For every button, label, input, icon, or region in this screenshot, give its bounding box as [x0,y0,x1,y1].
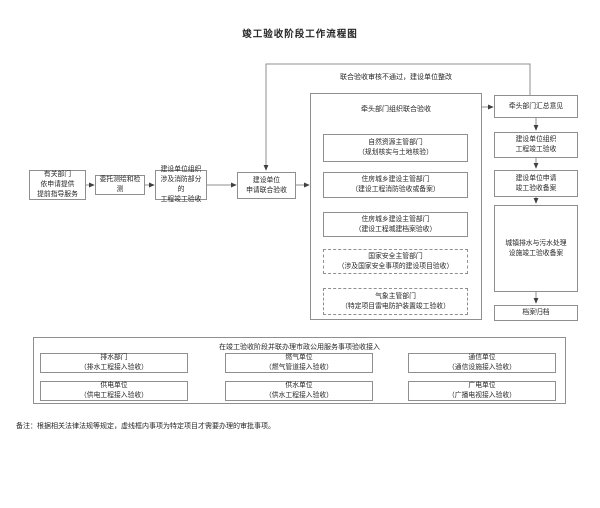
node-archiving: 档案归档 [494,305,578,321]
node-meteorological-dept: 气象主管部门 （特定项目雷电防护装置竣工验收） [323,288,468,315]
node-lead-dept-summary: 牵头部门汇总意见 [494,95,578,118]
page-title: 竣工验收阶段工作流程图 [242,29,358,40]
node-housing-fire-dept: 住房城乡建设主管部门 （建设工程消防验收或备案） [323,172,468,198]
node-survey-testing: 委托测绘和检测 [95,175,145,195]
node-broadcast-unit: 广电单位 （广播电视接入验收） [408,381,556,401]
node-apply-filing: 建设单位申请 竣工验收备案 [494,170,578,197]
node-natural-resources-dept: 自然资源主管部门 （规划核实与土地核验） [323,134,468,162]
joint-acceptance-container: 牵头部门组织联合验收 [310,93,482,320]
node-drainage-sewage-filing: 城镇排水与污水处理 设施竣工验收备案 [494,205,578,292]
node-gas-unit: 燃气单位 （燃气管道接入验收） [225,353,373,373]
note-text: 备注：根据相关法律法规等规定，虚线框内事项为特定项目才需要办理的审批事项。 [16,422,275,430]
joint-acceptance-title: 牵头部门组织联合验收 [361,105,431,113]
node-drainage-dept: 排水部门 （排水工程接入验收） [40,353,188,373]
node-org-completion-acceptance: 建设单位组织 工程竣工验收 [494,132,578,158]
node-national-security-dept: 国家安全主管部门 （涉及国家安全事项的建设项目验收） [323,249,468,274]
node-water-unit: 供水单位 （供水工程接入验收） [225,381,373,401]
node-fire-acceptance: 建设单位组织 涉及消防部分的 工程竣工验收 [155,165,207,203]
parallel-section-title: 在竣工验收阶段并联办理市政公用服务事项验收接入 [219,343,380,351]
feedback-label: 联合验收审核不通过，建设单位整改 [340,73,452,81]
node-guidance: 有关部门 依申请提供 提前指导服务 [29,170,86,200]
node-power-unit: 供电单位 （供电工程接入验收） [40,381,188,401]
node-telecom-unit: 通信单位 （通信设施接入验收） [408,353,556,373]
node-apply-joint-acceptance: 建设单位 申请联合验收 [237,172,296,199]
node-housing-archives-dept: 住房城乡建设主管部门 （建设工程城建档案验收） [323,212,468,237]
